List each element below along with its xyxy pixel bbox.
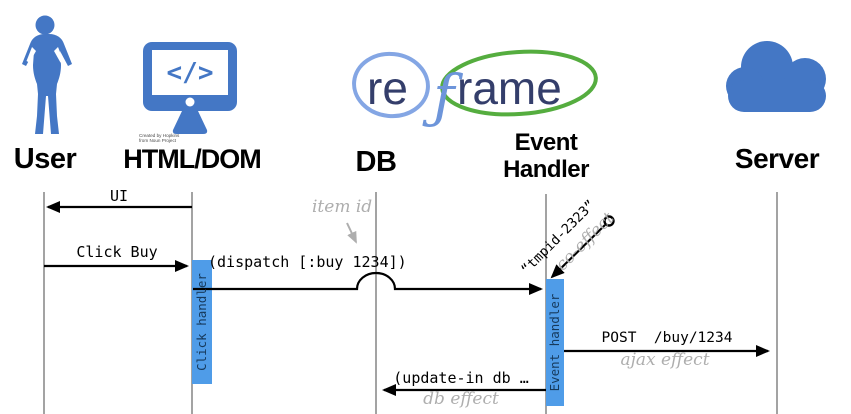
monitor-code-glyph: </> xyxy=(167,58,214,88)
effect-label-db: db effect xyxy=(423,389,499,409)
logo-text-rame: rame xyxy=(457,62,562,114)
reframe-logo: re ƒ rame xyxy=(352,49,598,130)
activation-label-event-handler: Event handler xyxy=(547,293,562,392)
person-icon xyxy=(22,15,72,134)
message-label-click-buy: Click Buy xyxy=(76,243,158,261)
cloud-icon xyxy=(726,41,826,112)
monitor-code-icon: </> xyxy=(143,42,237,134)
actor-label-user: User xyxy=(13,143,77,175)
logo-text-re: re xyxy=(367,62,408,114)
activation-label-click-handler: Click handler xyxy=(194,273,209,371)
message-label-post: POST /buy/1234 xyxy=(601,330,733,346)
attribution-line-2: from Noun Project xyxy=(139,138,177,143)
actor-label-db: DB xyxy=(355,146,397,178)
activation-click-handler xyxy=(192,260,212,384)
event-handler-line-1: Event xyxy=(514,129,578,156)
effect-label-ajax: ajax effect xyxy=(620,350,710,370)
actor-label-htmldom: HTML/DOM xyxy=(123,144,261,174)
message-label-update-db: (update-in db … xyxy=(393,369,529,387)
message-arrow-dispatch xyxy=(193,271,543,295)
attribution-line-1: Created by Hopkins xyxy=(139,133,180,138)
activation-event-handler xyxy=(546,279,564,406)
actor-label-server: Server xyxy=(734,143,820,174)
actor-label-event-handler: Event Handler xyxy=(486,129,606,183)
annotation-item-id: item id xyxy=(312,197,373,217)
noun-project-attribution: Created by Hopkins from Noun Project xyxy=(139,133,199,143)
event-handler-line-2: Handler xyxy=(503,156,589,183)
message-label-dispatch: (dispatch [:buy 1234]) xyxy=(208,253,407,271)
annotation-arrow-item-id xyxy=(346,222,357,244)
message-label-ui: UI xyxy=(109,187,129,205)
